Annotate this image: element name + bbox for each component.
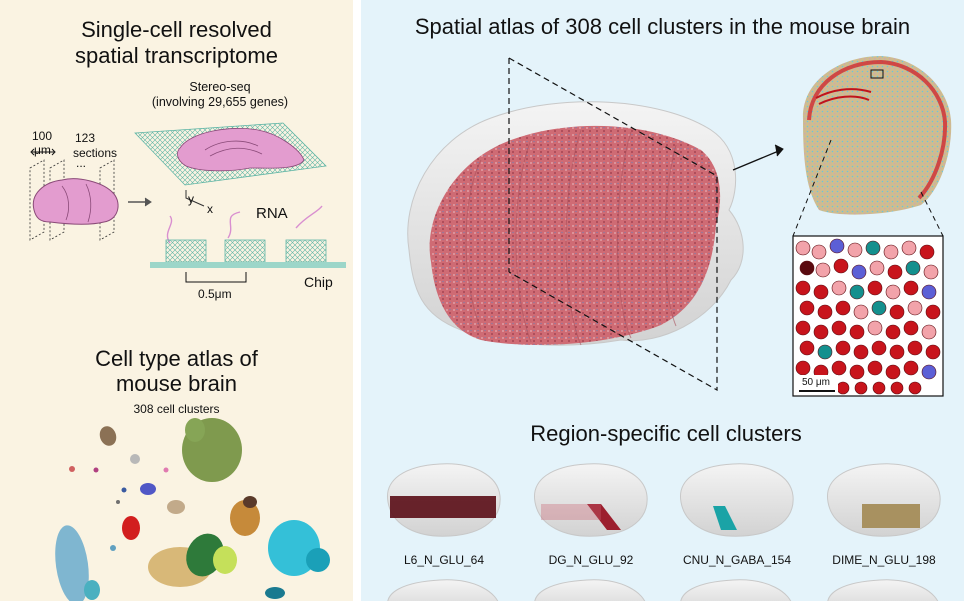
cluster-label-4: DIME_N_GLU_198 xyxy=(832,553,936,567)
umap-clusters xyxy=(55,418,330,601)
pitch-label: 0.5μm xyxy=(198,287,232,301)
cluster-label-1: L6_N_GLU_64 xyxy=(403,553,485,567)
method-name: Stereo-seq xyxy=(189,80,251,94)
region-title: Region-specific cell clusters xyxy=(530,421,802,446)
tissue-section xyxy=(177,128,305,172)
left-panel: Single-cell resolved spatial transcripto… xyxy=(0,0,353,601)
stereo-seq-schematic xyxy=(29,122,346,283)
brain-3d-cells xyxy=(429,125,721,345)
brain-3d-figure xyxy=(387,56,952,601)
region-mask xyxy=(390,496,496,518)
coronal-section xyxy=(802,56,952,215)
spacing-value: 100 xyxy=(32,129,53,143)
cluster-label-2: DG_N_GLU_92 xyxy=(548,553,634,567)
arrow-to-section-icon xyxy=(732,149,782,171)
capture-spots xyxy=(165,239,327,263)
zoom-cells xyxy=(795,238,941,395)
axis-x-label: x xyxy=(207,202,213,216)
small-brain-icon xyxy=(32,178,119,225)
rna-label: RNA xyxy=(256,205,288,222)
spacing-unit: μm xyxy=(34,143,51,157)
region-mask xyxy=(713,506,737,530)
axis-y-label: y xyxy=(188,192,194,206)
method-genes: (involving 29,655 genes) xyxy=(151,95,289,109)
chip-label: Chip xyxy=(304,274,333,290)
umap-plot xyxy=(55,418,330,601)
sections-count: 123 xyxy=(75,131,96,145)
sections-ellipsis: ... xyxy=(76,156,87,170)
left-title-line2: spatial transcriptome xyxy=(75,43,278,68)
clusters-label: 308 cell clusters xyxy=(133,402,220,416)
region-mask xyxy=(862,504,920,528)
right-panel: Spatial atlas of 308 cell clusters in th… xyxy=(361,0,964,601)
scale-bar-label: 50 μm xyxy=(802,377,830,388)
atlas-title-line1: Cell type atlas of xyxy=(95,346,258,371)
pitch-bracket xyxy=(185,272,247,283)
cluster-label-3: CNU_N_GABA_154 xyxy=(682,553,792,567)
region-brains xyxy=(387,463,941,601)
slice-plane xyxy=(508,57,718,392)
axes-icon xyxy=(185,190,205,207)
sections-label: sections xyxy=(73,146,118,160)
region-mask xyxy=(587,504,621,530)
chip-base xyxy=(150,262,346,268)
left-title-line1: Single-cell resolved xyxy=(81,17,272,42)
spatial-atlas-title: Spatial atlas of 308 cell clusters in th… xyxy=(414,14,911,39)
atlas-title-line2: mouse brain xyxy=(115,371,238,396)
